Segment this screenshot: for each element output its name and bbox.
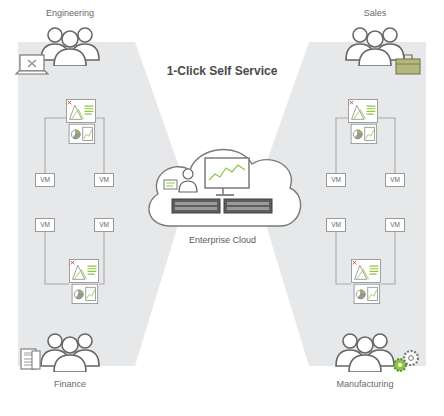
vm-label: VM <box>40 221 50 229</box>
dashboard-icon <box>348 100 377 144</box>
cloud-node: Enterprise Cloud <box>140 138 305 250</box>
briefcase-icon <box>396 55 420 74</box>
group-node: Finance <box>20 377 120 391</box>
gear-icons <box>394 351 418 371</box>
vm-label: VM <box>390 176 400 184</box>
dashboard-icons <box>66 100 380 304</box>
people-icon <box>346 28 404 66</box>
vm-box: VM <box>326 218 346 232</box>
diagram-title: 1-Click Self Service <box>0 64 444 78</box>
node-label: Engineering <box>20 6 120 20</box>
vm-box: VM <box>385 173 405 187</box>
cloud-outline <box>149 150 301 226</box>
vm-box: VM <box>35 173 55 187</box>
vm-label: VM <box>40 176 50 184</box>
cloud-shape <box>140 138 305 230</box>
people-icon <box>336 334 394 372</box>
node-label: Manufacturing <box>315 377 415 391</box>
wiring-lines <box>45 118 395 284</box>
vm-box: VM <box>385 218 405 232</box>
node-label: Sales <box>325 6 425 20</box>
calculator-icon <box>21 349 40 369</box>
user-icon <box>164 169 197 192</box>
server-icons <box>172 199 272 213</box>
dashboard-icon <box>351 260 380 304</box>
background-band <box>18 42 426 366</box>
group-node: Sales <box>325 6 425 20</box>
people-icon <box>41 28 99 66</box>
laptop-icon <box>16 55 48 74</box>
vm-label: VM <box>99 176 109 184</box>
node-label: Enterprise Cloud <box>140 233 305 247</box>
vm-label: VM <box>331 221 341 229</box>
group-node: Engineering <box>20 6 120 20</box>
group-node: Manufacturing <box>315 377 415 391</box>
dashboard-icon <box>66 100 95 144</box>
vm-label: VM <box>99 221 109 229</box>
monitor-icon <box>205 158 249 195</box>
people-icons <box>41 28 404 372</box>
vm-box: VM <box>94 218 114 232</box>
node-label: Finance <box>20 377 120 391</box>
dashboard-icon <box>69 260 98 304</box>
vm-label: VM <box>331 176 341 184</box>
vm-box: VM <box>326 173 346 187</box>
people-icon <box>41 334 99 372</box>
vm-label: VM <box>390 221 400 229</box>
vm-box: VM <box>35 218 55 232</box>
vm-box: VM <box>94 173 114 187</box>
